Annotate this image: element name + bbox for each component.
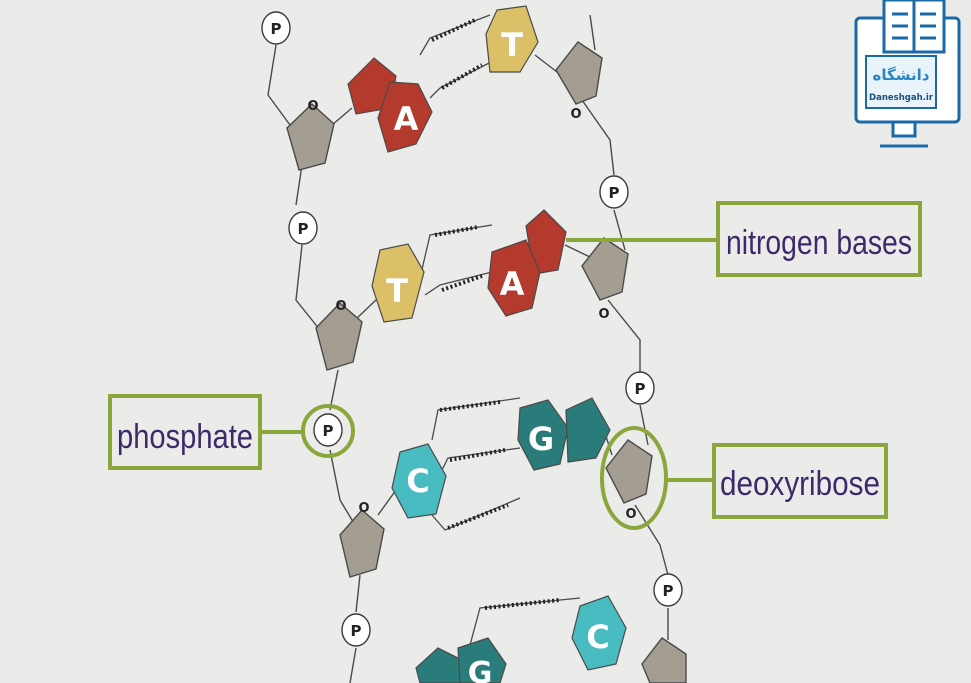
phosphate-symbol: P: [323, 422, 334, 440]
sugar-right-1: [555, 41, 603, 105]
base-letter: T: [386, 272, 408, 310]
base-letter: A: [500, 265, 525, 303]
sugar-left-3: [339, 509, 385, 578]
sugar-left-2: [315, 302, 363, 371]
base-t-row1: T: [485, 5, 539, 73]
sugar-left-1: [286, 103, 335, 171]
phosphate-symbol: P: [635, 380, 646, 398]
hydrogen-bonds: [419, 14, 581, 646]
phosphate-symbol: P: [351, 622, 362, 640]
base-g-row4: G: [415, 637, 507, 683]
base-c-row3: C: [391, 443, 447, 519]
base-a-row1: A: [347, 57, 433, 153]
base-letter: A: [394, 100, 419, 138]
phosphate-symbol: P: [271, 20, 282, 38]
watermark-logo: دانشگاه Daneshgah.ir: [854, 0, 961, 148]
oxygen-label: O: [598, 307, 609, 322]
base-a-row2: A: [487, 209, 567, 317]
base-c-row4: C: [571, 595, 627, 671]
callout-phosphate: phosphate: [108, 394, 355, 470]
oxygen-label: O: [625, 507, 636, 522]
base-letter: G: [468, 656, 493, 683]
sugars: [286, 41, 687, 683]
phosphate-label: phosphate: [117, 418, 253, 456]
sugar-right-2: [581, 237, 629, 301]
oxygen-label: O: [307, 99, 318, 114]
ring-oxygen-labels: O O O O O O: [307, 99, 636, 522]
sugar-right-3: [605, 439, 653, 504]
base-g-row3: G: [517, 397, 611, 471]
left-backbone: [267, 44, 361, 683]
base-letter: T: [501, 26, 523, 64]
callout-deoxyribose: deoxyribose: [600, 426, 888, 530]
logo-subtitle: Daneshgah.ir: [869, 93, 934, 103]
sugar-right-4: [641, 637, 687, 683]
oxygen-label: O: [358, 501, 369, 516]
nitrogen-bases-label: nitrogen bases: [726, 224, 912, 262]
phosphate-symbol: P: [663, 582, 674, 600]
base-letter: G: [528, 420, 554, 458]
right-backbone: [581, 14, 669, 640]
phosphate-symbol: P: [298, 220, 309, 238]
base-t-row2: T: [371, 243, 425, 323]
phosphates: P P P P P P P: [261, 11, 683, 647]
callout-nitrogen-bases: nitrogen bases: [566, 201, 922, 277]
base-letter: C: [586, 618, 609, 656]
deoxyribose-label: deoxyribose: [720, 465, 880, 503]
base-letter: C: [406, 462, 429, 500]
oxygen-label: O: [570, 107, 581, 122]
oxygen-label: O: [335, 299, 346, 314]
phosphate-symbol: P: [609, 184, 620, 202]
logo-title: دانشگاه: [873, 66, 930, 84]
